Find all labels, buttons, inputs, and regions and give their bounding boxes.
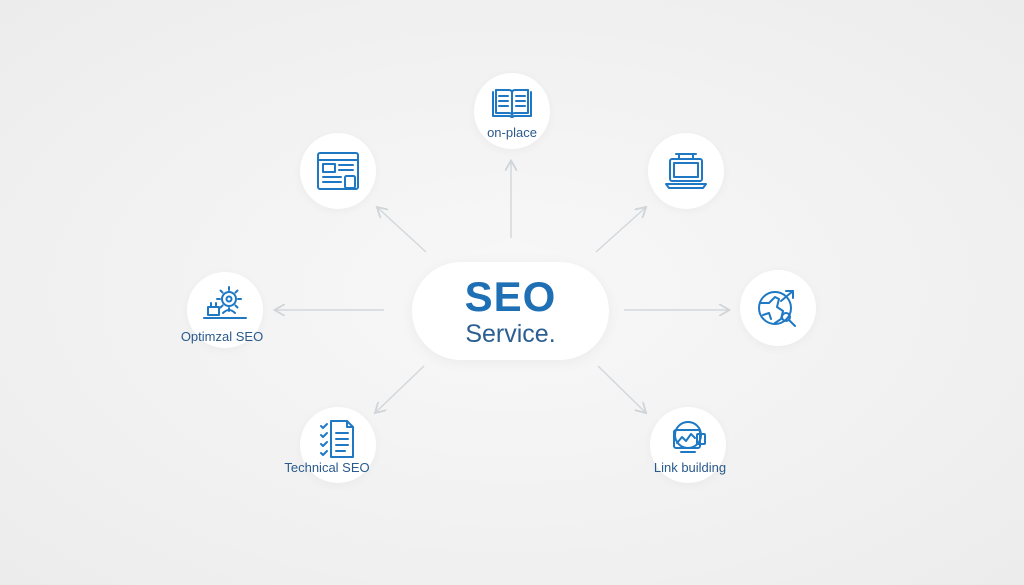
laptop-icon — [665, 153, 707, 189]
gear-user-icon — [203, 286, 247, 319]
node-label-top: on-place — [487, 125, 537, 140]
connector-top-right — [595, 208, 645, 253]
center-title: SEO — [464, 272, 557, 320]
node-label-left: Optimzal SEO — [180, 329, 264, 344]
connector-bottom-right — [597, 365, 645, 412]
node-globe-search — [740, 270, 816, 346]
node-link-building — [650, 407, 726, 483]
checklist-document-icon — [320, 420, 354, 458]
center-subtitle: Service. — [465, 319, 556, 348]
chart-monitor-icon — [673, 421, 706, 453]
open-book-icon — [492, 89, 532, 118]
web-layout-icon — [317, 152, 359, 190]
node-on-place — [474, 73, 550, 149]
center-seo-service: SEO Service. — [412, 262, 609, 360]
node-technical-seo — [300, 407, 376, 483]
globe-search-icon — [758, 290, 796, 327]
connector-bottom-left — [376, 365, 425, 412]
connector-top-left — [378, 208, 427, 253]
node-label-bottom-left: Technical SEO — [284, 460, 370, 475]
node-laptop — [648, 133, 724, 209]
node-optimzal-seo — [187, 272, 263, 348]
node-web-layout — [300, 133, 376, 209]
node-label-bottom-right: Link building — [653, 460, 727, 475]
